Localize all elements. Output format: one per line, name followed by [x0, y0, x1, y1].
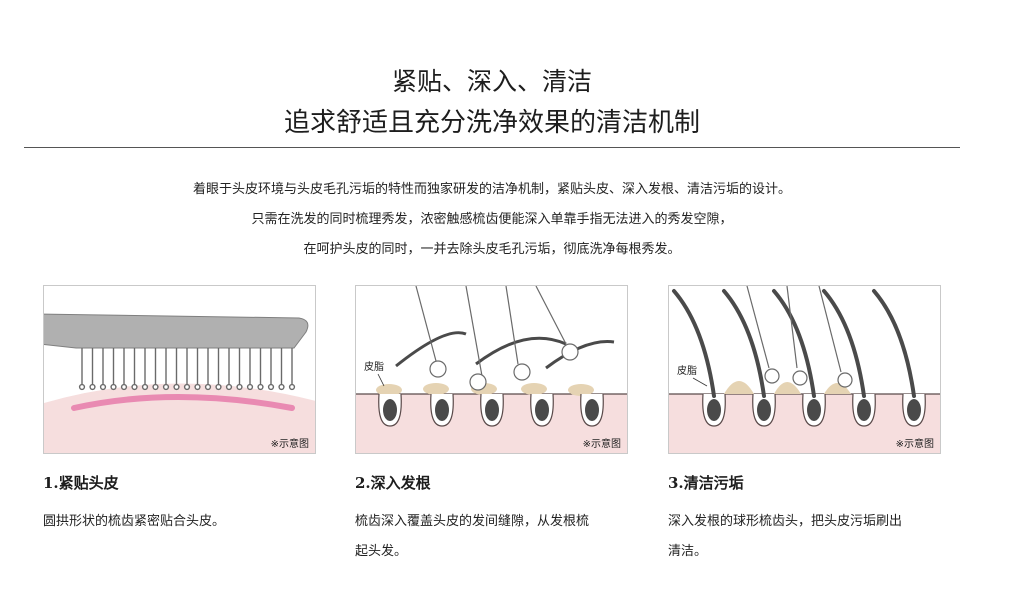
illustration-note: ※示意图 — [895, 439, 934, 450]
comb-tooth-tip — [141, 383, 149, 391]
feature-heading-3: 3.清洁污垢 — [668, 474, 744, 492]
clean-illustration: 皮脂 — [669, 286, 940, 453]
sebum-label: 皮脂 — [677, 364, 697, 377]
hair-root — [907, 399, 921, 421]
comb-tooth-tip — [173, 383, 180, 391]
comb-tooth-tip — [194, 383, 201, 391]
intro-line-3: 在呵护头皮的同时，一并去除头皮毛孔污垢，彻底洗净每根秀发。 — [303, 242, 681, 257]
hair-root — [383, 399, 397, 421]
sebum-label: 皮脂 — [364, 360, 384, 373]
comb-tooth-tip — [236, 383, 243, 391]
intro-line-2: 只需在洗发的同时梳理秀发，浓密触感梳齿便能深入单靠手指无法进入的秀发空隙， — [251, 212, 733, 227]
hair-follicles — [702, 393, 926, 427]
feature-heading-1: 1.紧贴头皮 — [43, 474, 119, 492]
comb-tooth-tip — [278, 383, 285, 391]
comb-tooth-tip — [89, 383, 96, 391]
comb-tooth-tip — [204, 383, 212, 391]
feature-desc-1-line-1: 圆拱形状的梳齿紧密贴合头皮。 — [43, 514, 226, 529]
illustration-note: ※示意图 — [270, 439, 309, 450]
hair-root — [807, 399, 821, 421]
comb-teeth — [415, 286, 579, 391]
hair-root — [857, 399, 871, 421]
hair-root — [585, 399, 599, 421]
comb-tooth-tip — [110, 383, 117, 391]
hair-root — [485, 399, 499, 421]
comb-tooth-tip — [267, 383, 275, 391]
hair-root — [757, 399, 771, 421]
comb-teeth — [78, 348, 296, 391]
hair-strands — [672, 289, 916, 398]
comb-teeth — [746, 286, 853, 388]
comb-tooth-tip — [131, 383, 138, 391]
scalp-contact-line — [71, 394, 295, 411]
comb-tooth-tip — [162, 383, 170, 391]
comb-tooth-tip — [225, 383, 233, 391]
page-title: 紧贴、深入、清洁 — [391, 67, 592, 96]
feature-desc-2-line-2: 起头发。 — [355, 544, 408, 559]
hair-follicles — [378, 393, 604, 427]
comb-handle — [44, 313, 309, 349]
hair-root — [707, 399, 721, 421]
comb-tooth-tip — [78, 383, 86, 391]
comb-tooth-tip — [246, 383, 254, 391]
title-divider — [24, 147, 960, 148]
hair-root — [435, 399, 449, 421]
comb-tooth-tip — [257, 383, 264, 391]
comb-tooth-tip — [120, 383, 128, 391]
intro-line-1: 着眼于头皮环境与头皮毛孔污垢的特性而独家研发的洁净机制，紧贴头皮、深入发根、清洁… — [192, 182, 791, 197]
comb-illustration — [44, 313, 315, 453]
comb-tooth-tip — [152, 383, 159, 391]
comb-tooth-tip — [99, 383, 107, 391]
feature-desc-3-line-1: 深入发根的球形梳齿头，把头皮污垢刷出 — [668, 514, 903, 529]
roots-illustration: 皮脂 — [356, 286, 627, 453]
hair-root — [535, 399, 549, 421]
illustration-clean-dirt: 皮脂 ※示意图 — [668, 285, 941, 454]
feature-heading-2: 2.深入发根 — [355, 474, 431, 492]
illustration-reach-roots: 皮脂 ※示意图 — [355, 285, 628, 454]
comb-tooth-tip — [183, 383, 191, 391]
illustration-note: ※示意图 — [582, 439, 621, 450]
feature-desc-2-line-1: 梳齿深入覆盖头皮的发间缝隙，从发根梳 — [355, 514, 590, 529]
comb-tooth-tip — [288, 383, 296, 391]
feature-desc-3-line-2: 清洁。 — [668, 544, 708, 559]
illustration-scalp-contact: ※示意图 — [43, 285, 316, 454]
page-subtitle: 追求舒适且充分洗净效果的清洁机制 — [283, 108, 700, 138]
comb-tooth-tip — [215, 383, 222, 391]
